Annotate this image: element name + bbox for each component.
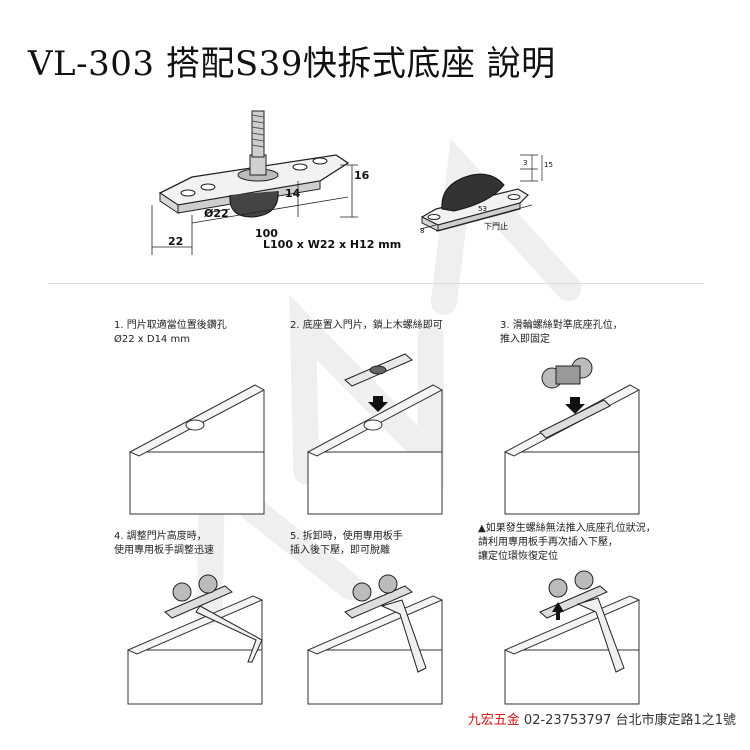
step-2-text: 2. 底座置入門片，鎖上木螺絲即可 [290, 320, 443, 331]
note-illustration [503, 570, 641, 705]
step-4-text: 4. 調整門片高度時， 使用專用板手調整迅速 [114, 531, 214, 556]
step-5-illustration [306, 574, 444, 705]
dim-diameter-22: Ø22 [204, 207, 229, 220]
step-1-text: 1. 門片取適當位置後鑽孔 Ø22 x D14 mm [114, 320, 227, 345]
step-4-illustration [126, 574, 264, 705]
dim-22-width: 22 [168, 235, 183, 248]
dim-3: 3 [523, 159, 527, 167]
step-2-illustration [306, 353, 444, 515]
dim-14: 14 [285, 187, 301, 200]
dim-100: 100 [255, 227, 278, 240]
step-3-illustration [503, 357, 641, 515]
base-plate-drawing [158, 110, 350, 218]
step-note-text: ▲如果發生螺絲無法推入底座孔位狀況， 請利用專用板手再次插入下壓， 讓定位環恢復… [478, 523, 656, 562]
product-diagram: 16 14 Ø22 100 22 3 15 53 8 下門止 [151, 110, 553, 255]
page-title: VL-303 搭配S39快拆式底座 說明 [28, 44, 556, 84]
dim-8: 8 [420, 227, 424, 235]
dim-16: 16 [354, 169, 370, 182]
spec-text: L100 x W22 x H12 mm [263, 238, 402, 251]
step-5-text: 5. 拆卸時，使用專用板手 插入後下壓，即可脫離 [290, 531, 403, 556]
step-3-text: 3. 滑輪螺絲對準底座孔位， 推入即固定 [500, 320, 623, 345]
door-stop-drawing [420, 173, 529, 232]
dim-53: 53 [478, 205, 487, 213]
section-divider [48, 283, 704, 284]
footer-contact: 九宏五金 02-23753797 台北市康定路1之1號 [468, 709, 736, 728]
footer-brand: 九宏五金 [467, 713, 520, 728]
door-stop-label: 下門止 [484, 221, 508, 231]
step-1-illustration [128, 384, 266, 515]
dim-15: 15 [544, 161, 553, 169]
footer-info: 02-23753797 台北市康定路1之1號 [523, 713, 736, 728]
